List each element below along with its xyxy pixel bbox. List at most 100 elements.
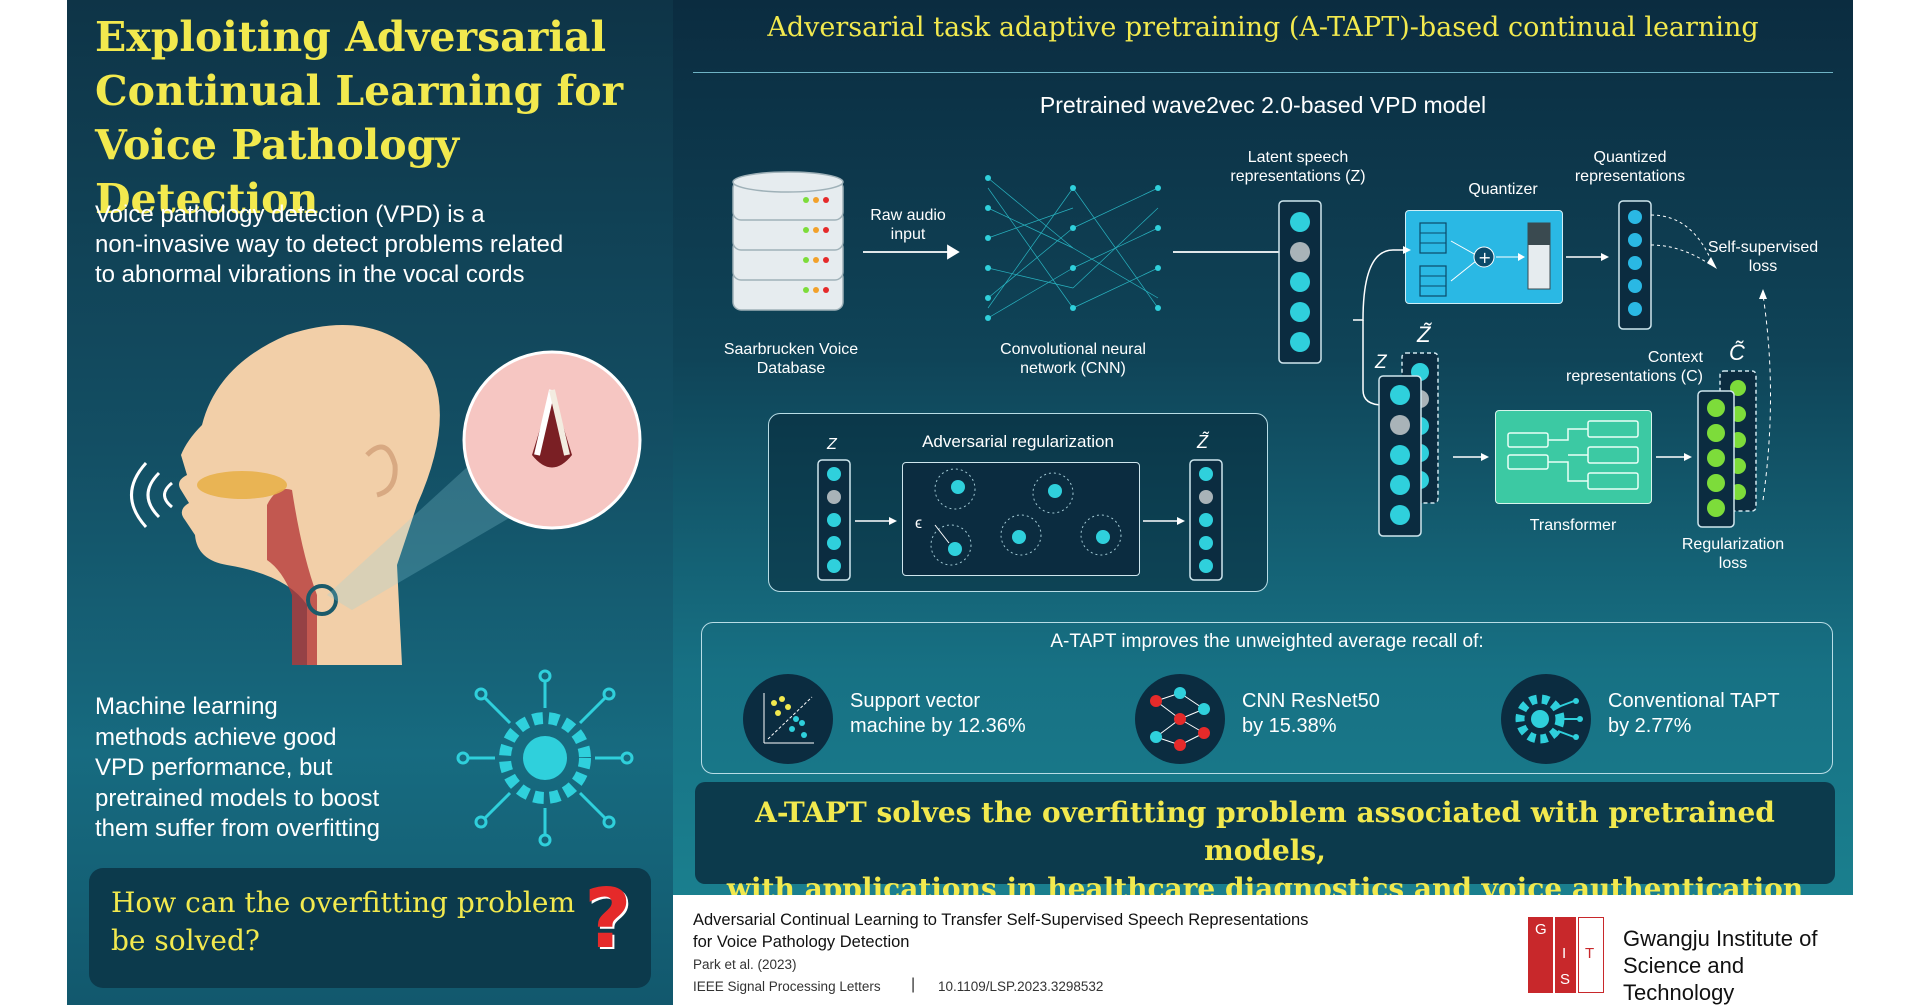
left-panel: Exploiting Adversarial Continual Learnin… — [67, 0, 673, 1005]
vocal-cords-opening — [532, 390, 572, 468]
adversarial-title: Adversarial regularization — [922, 432, 1114, 451]
sound-wave-icon — [163, 481, 173, 509]
paper-title: Adversarial Continual Learning to Transf… — [693, 909, 1308, 953]
transformer-box — [1495, 410, 1652, 504]
question-line: be solved? — [111, 924, 260, 957]
perturbation-box: ϵ — [902, 462, 1140, 576]
journal: IEEE Signal Processing Letters — [693, 979, 881, 994]
conclusion-line: with applications in healthcare diagnost… — [726, 872, 1804, 895]
loss-dashed-line — [1759, 289, 1771, 501]
label-line: Raw audio — [870, 207, 946, 224]
raw-audio-label: Raw audio input — [858, 206, 958, 244]
svm-result: Support vector machine by 12.36% — [850, 689, 1026, 739]
label-line: loss — [1748, 258, 1778, 275]
label-line: Saarbrucken Voice — [723, 341, 859, 358]
logo-letter: G — [1535, 921, 1547, 938]
gear-circuit-icon — [456, 669, 634, 847]
adv-z-column — [817, 459, 851, 581]
question-mark-icon: ? — [584, 872, 632, 967]
vocal-cord-right — [549, 389, 570, 456]
intro-line: non-invasive way to detect problems rela… — [95, 231, 564, 258]
arrow-to-quantized — [1566, 253, 1609, 261]
result-line: Conventional TAPT — [1608, 690, 1780, 712]
doi: 10.1109/LSP.2023.3298532 — [938, 979, 1104, 994]
gist-logo: G I S T — [1528, 917, 1604, 993]
cnn-icon — [985, 175, 1161, 321]
cnn-resnet-result: CNN ResNet50 by 15.38% — [1242, 689, 1380, 739]
conclusion-text: A-TAPT solves the overfitting problem as… — [695, 794, 1835, 895]
institution-line: Science and Technology — [1623, 953, 1745, 1005]
question-text: How can the overfitting problem be solve… — [111, 884, 575, 960]
question-box: How can the overfitting problem be solve… — [89, 868, 651, 988]
title-line: Continual Learning for — [95, 67, 624, 115]
quantizer-label: Quantizer — [1468, 181, 1538, 198]
sound-wave-icon — [130, 461, 148, 529]
arrow-to-context — [1656, 453, 1692, 461]
quantized-label: Quantized representations — [1555, 148, 1705, 186]
result-line: machine by 12.36% — [850, 715, 1026, 737]
label-line: input — [890, 226, 926, 243]
adv-arrow-in — [855, 517, 897, 525]
results-heading: A-TAPT improves the unweighted average r… — [1050, 631, 1484, 652]
regularization-loss-label: Regularization loss — [1663, 535, 1803, 573]
z-label: Z — [1375, 352, 1387, 373]
paper-title-line: for Voice Pathology Detection — [693, 933, 910, 951]
ml-line: Machine learning — [95, 693, 278, 720]
result-line: by 15.38% — [1242, 715, 1337, 737]
label-line: representations (Z) — [1230, 168, 1366, 185]
cnn-label: Convolutional neural network (CNN) — [963, 340, 1183, 378]
logo-letter: I — [1562, 945, 1567, 962]
arrow-to-transformer — [1453, 453, 1489, 461]
question-line: How can the overfitting problem — [111, 886, 575, 919]
vocal-cord-left — [534, 389, 555, 456]
label-line: Regularization — [1681, 536, 1785, 553]
section-header: Adversarial task adaptive pretraining (A… — [767, 12, 1759, 43]
ear-shape — [365, 444, 398, 498]
authors: Park et al. (2023) — [693, 957, 797, 972]
result-line: by 2.77% — [1608, 715, 1692, 737]
c-tilde-label: C̃ — [1729, 340, 1745, 365]
logo-letter: T — [1585, 945, 1595, 962]
throat-shape — [267, 489, 317, 665]
sound-wave-icon — [146, 471, 161, 519]
result-line: CNN ResNet50 — [1242, 690, 1380, 712]
neural-network-icon — [1135, 674, 1225, 764]
adversarial-box: Adversarial regularization Z Z̃ ϵ — [768, 413, 1268, 592]
c-column — [1697, 390, 1735, 528]
header-divider — [693, 72, 1833, 73]
z-tilde-label: Z̃ — [1417, 322, 1431, 347]
label-line: Latent speech — [1247, 149, 1349, 166]
label-line: Quantized — [1593, 149, 1667, 166]
svg-text:+: + — [1478, 248, 1491, 267]
intro-line: to abnormal vibrations in the vocal cord… — [95, 261, 525, 288]
citation-footer: Adversarial Continual Learning to Transf… — [673, 895, 1853, 1005]
label-line: representations — [1574, 168, 1686, 185]
adv-z-tilde-column — [1189, 459, 1223, 581]
gear-icon — [1501, 674, 1591, 764]
intro-text: Voice pathology detection (VPD) is a non… — [95, 200, 665, 290]
adv-z-tilde-label: Z̃ — [1197, 432, 1208, 452]
larynx-circle — [306, 584, 338, 616]
label-line: Convolutional neural — [1000, 341, 1146, 358]
svm-icon — [743, 674, 833, 764]
title-line: Voice Pathology Detection — [95, 121, 460, 223]
main-title: Exploiting Adversarial Continual Learnin… — [95, 10, 665, 226]
quantizer-diagram: + — [1419, 222, 1551, 297]
adv-z-label: Z — [827, 436, 837, 453]
perturbation-diagram — [930, 468, 1122, 566]
head-shape — [179, 325, 440, 665]
tongue-shape — [197, 471, 287, 499]
conclusion-line: A-TAPT solves the overfitting problem as… — [755, 796, 1775, 867]
separator: | — [911, 976, 916, 993]
latent-column — [1278, 200, 1322, 364]
transformer-diagram — [1507, 420, 1639, 490]
tapt-result: Conventional TAPT by 2.77% — [1608, 689, 1780, 739]
ml-text: Machine learning methods achieve good VP… — [95, 692, 435, 845]
ml-line: methods achieve good — [95, 723, 337, 751]
ml-line: VPD performance, but — [95, 754, 333, 781]
epsilon-symbol: ϵ — [915, 515, 923, 532]
label-line: Self-supervised — [1707, 239, 1819, 256]
intro-line: Voice pathology detection (VPD) is a — [95, 201, 485, 228]
paper-title-line: Adversarial Continual Learning to Transf… — [693, 911, 1309, 929]
ml-line: pretrained models to boost — [95, 784, 380, 812]
